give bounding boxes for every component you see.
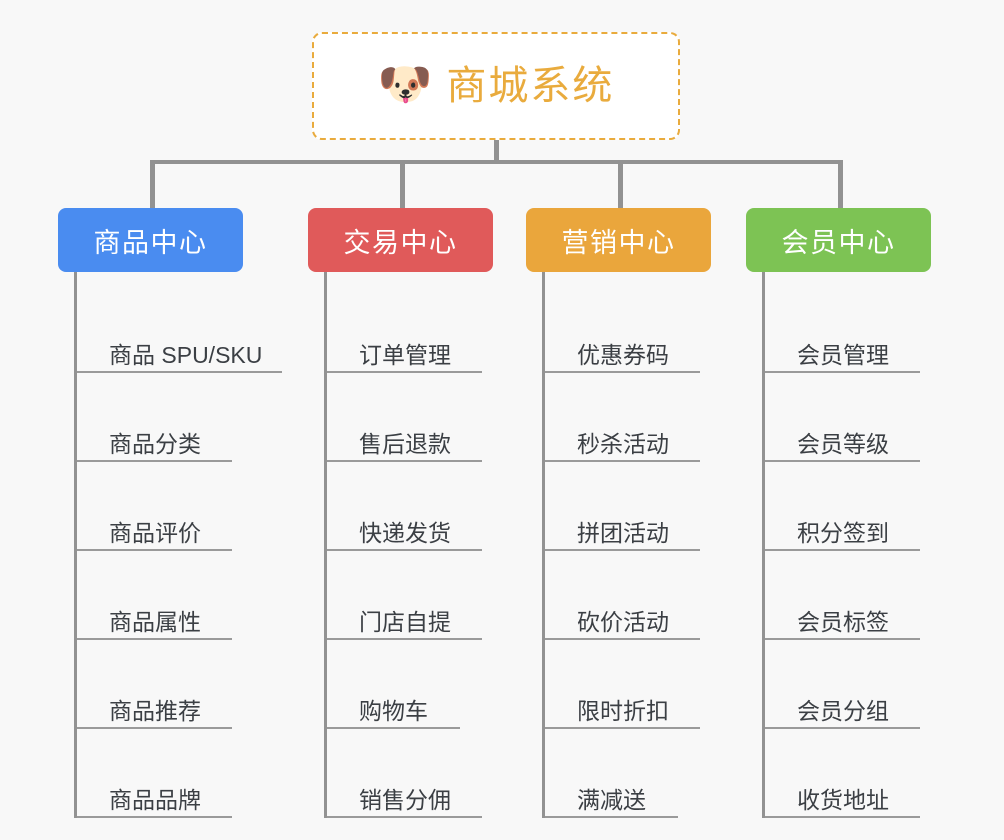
leaf-item-label: 会员管理 [797,342,889,368]
category-header-1[interactable]: 商品中心 [58,208,243,272]
leaf-list-1: 商品 SPU/SKU 商品分类商品评价商品属性商品推荐商品品牌 [74,272,282,818]
shiba-dog-face-icon: 🐶 [377,60,433,109]
leaf-item-rule [327,549,482,551]
leaf-item[interactable]: 商品 SPU/SKU [77,284,282,373]
leaf-item-label: 商品评价 [109,520,201,546]
leaf-item-label: 拼团活动 [577,520,669,546]
leaf-list-3: 优惠券码秒杀活动拼团活动砍价活动限时折扣满减送 [542,272,711,818]
leaf-item-label: 满减送 [577,787,646,813]
leaf-item-label: 限时折扣 [577,698,669,724]
leaf-item-rule [545,549,700,551]
connector-drop-2 [400,160,405,208]
category-column-4: 会员中心会员管理会员等级积分签到会员标签会员分组收货地址 [746,208,931,818]
leaf-item-label: 销售分佣 [359,787,451,813]
leaf-item-label: 砍价活动 [577,609,669,635]
leaf-item[interactable]: 优惠券码 [545,284,711,373]
leaf-item-rule [765,816,920,818]
leaf-item-rule [77,371,282,373]
leaf-item-rule [545,638,700,640]
leaf-item-rule [77,638,232,640]
leaf-item[interactable]: 商品品牌 [77,729,243,818]
leaf-item[interactable]: 拼团活动 [545,462,711,551]
connector-drop-4 [838,160,843,208]
connector-root-stem [494,140,499,164]
category-header-3[interactable]: 营销中心 [526,208,711,272]
leaf-item[interactable]: 秒杀活动 [545,373,711,462]
leaf-item[interactable]: 积分签到 [765,462,931,551]
leaf-item[interactable]: 售后退款 [327,373,493,462]
leaf-item[interactable]: 商品属性 [77,551,243,640]
leaf-item-label: 商品 SPU/SKU [109,342,263,368]
category-header-label: 会员中心 [781,227,896,258]
leaf-item-rule [545,727,700,729]
leaf-item-label: 会员标签 [797,609,889,635]
leaf-item-label: 商品属性 [109,609,201,635]
leaf-item-rule [77,549,232,551]
leaf-item[interactable]: 会员管理 [765,284,931,373]
category-header-4[interactable]: 会员中心 [746,208,931,272]
leaf-item-rule [765,371,920,373]
leaf-item-label: 售后退款 [359,431,451,457]
leaf-list-2: 订单管理售后退款快递发货门店自提购物车销售分佣 [324,272,493,818]
leaf-item-label: 商品推荐 [109,698,201,724]
leaf-item-rule [545,816,678,818]
leaf-item-rule [77,816,232,818]
leaf-item-rule [327,460,482,462]
leaf-item[interactable]: 快递发货 [327,462,493,551]
leaf-item-rule [327,371,482,373]
leaf-item[interactable]: 砍价活动 [545,551,711,640]
leaf-item-rule [77,727,232,729]
leaf-item[interactable]: 商品推荐 [77,640,243,729]
leaf-item[interactable]: 门店自提 [327,551,493,640]
leaf-item[interactable]: 商品评价 [77,462,243,551]
leaf-item[interactable]: 会员等级 [765,373,931,462]
leaf-item-label: 快递发货 [359,520,451,546]
category-column-2: 交易中心订单管理售后退款快递发货门店自提购物车销售分佣 [308,208,493,818]
leaf-item-label: 订单管理 [359,342,451,368]
category-header-label: 营销中心 [561,227,676,258]
leaf-item-label: 优惠券码 [577,342,669,368]
leaf-item[interactable]: 会员分组 [765,640,931,729]
leaf-item-rule [765,549,920,551]
leaf-item-rule [545,460,700,462]
leaf-item[interactable]: 商品分类 [77,373,243,462]
leaf-item-rule [765,460,920,462]
category-header-label: 交易中心 [343,227,458,258]
category-header-2[interactable]: 交易中心 [308,208,493,272]
leaf-list-4: 会员管理会员等级积分签到会员标签会员分组收货地址 [762,272,931,818]
leaf-item[interactable]: 会员标签 [765,551,931,640]
leaf-item-rule [327,727,460,729]
leaf-item-rule [327,816,482,818]
leaf-item-rule [765,727,920,729]
leaf-item[interactable]: 满减送 [545,729,711,818]
leaf-item[interactable]: 销售分佣 [327,729,493,818]
leaf-item-rule [77,460,232,462]
leaf-item-rule [327,638,482,640]
leaf-item-label: 商品品牌 [109,787,201,813]
leaf-item-label: 商品分类 [109,431,201,457]
leaf-item[interactable]: 购物车 [327,640,493,729]
leaf-item[interactable]: 收货地址 [765,729,931,818]
root-node-title: 商城系统 [446,64,615,108]
leaf-item-label: 会员等级 [797,431,889,457]
leaf-item-rule [545,371,700,373]
leaf-item[interactable]: 限时折扣 [545,640,711,729]
connector-drop-1 [150,160,155,208]
leaf-item-label: 会员分组 [797,698,889,724]
leaf-item-label: 积分签到 [797,520,889,546]
connector-horizontal-bus [150,160,843,164]
connector-drop-3 [618,160,623,208]
leaf-item-label: 收货地址 [797,787,889,813]
leaf-item-label: 秒杀活动 [577,431,669,457]
leaf-item-label: 购物车 [359,698,428,724]
leaf-item-rule [765,638,920,640]
category-column-3: 营销中心优惠券码秒杀活动拼团活动砍价活动限时折扣满减送 [526,208,711,818]
root-node-mall-system[interactable]: 🐶 商城系统 [312,32,680,140]
leaf-item-label: 门店自提 [359,609,451,635]
leaf-item[interactable]: 订单管理 [327,284,493,373]
category-header-label: 商品中心 [93,227,208,258]
category-column-1: 商品中心商品 SPU/SKU 商品分类商品评价商品属性商品推荐商品品牌 [58,208,282,818]
